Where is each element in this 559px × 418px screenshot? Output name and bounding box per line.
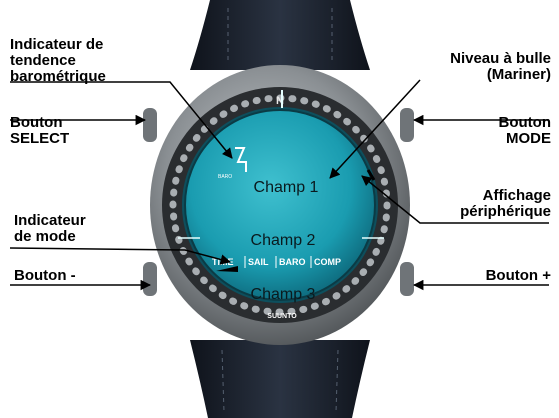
field-3: Champ 3 [251,286,316,303]
label-minus: Bouton - [14,267,76,284]
arrow-mode-indicator [9,247,232,265]
mode-button [400,108,414,142]
label-mode: Bouton MODE [498,114,551,147]
mode-comp: COMP [314,257,341,267]
arrow-periphery [361,175,549,224]
field-1: Champ 1 [254,179,319,196]
mode-sail: SAIL [248,257,269,267]
bezel-n: N [276,95,284,107]
label-select: Bouton SELECT [10,114,70,147]
minus-button [143,262,157,296]
mode-baro: BARO [279,257,306,267]
mode-indicator-mark [216,266,238,272]
baro-small-label: BARO [218,174,232,180]
baro-tendency-icon [235,147,247,172]
arrow-tendency [10,81,233,159]
strap-bottom [190,340,370,418]
label-tendency: Indicateur de tendence barométrique [10,36,106,85]
plus-button [400,262,414,296]
arrow-bubble [329,79,421,179]
strap-top [190,0,370,70]
label-bubble: Niveau à bulle (Mariner) [450,50,551,83]
label-mode-indicator: Indicateur de mode [14,212,86,245]
label-plus: Bouton + [485,267,551,284]
label-periphery: Affichage périphérique [460,187,551,220]
select-button [143,108,157,142]
brand-logo: SUUNTO [267,313,297,320]
field-2: Champ 2 [251,232,316,249]
